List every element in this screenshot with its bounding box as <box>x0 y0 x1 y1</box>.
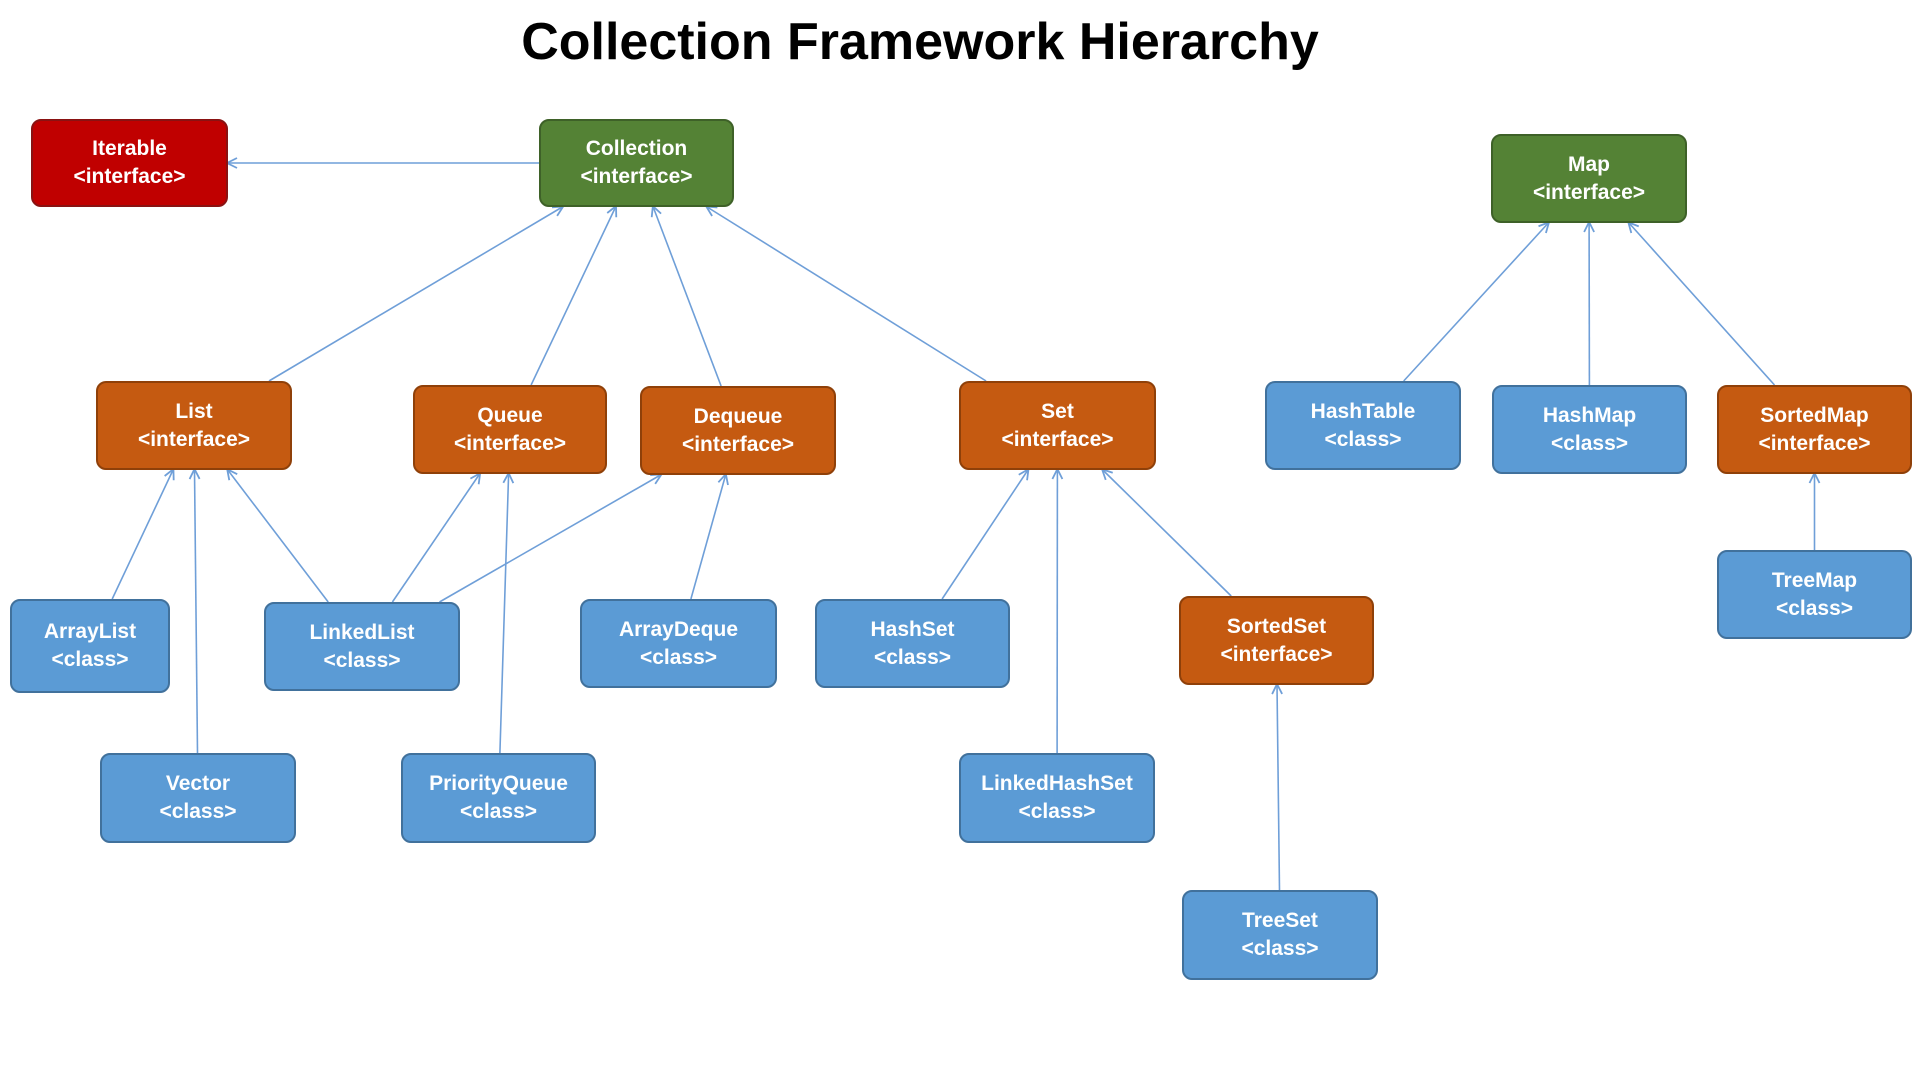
node-linkedlist: LinkedList <class> <box>264 602 460 691</box>
node-hashtable-name: HashTable <box>1310 399 1416 423</box>
node-sortedmap-kind: <interface> <box>1758 431 1871 455</box>
node-treemap-name: TreeMap <box>1771 568 1858 592</box>
node-map: Map <interface> <box>1491 134 1687 223</box>
node-queue-name: Queue <box>477 403 543 427</box>
node-hashtable: HashTable <class> <box>1265 381 1461 470</box>
node-linkedlist-name: LinkedList <box>309 620 415 644</box>
node-collection: Collection <interface> <box>539 119 734 207</box>
node-queue: Queue <interface> <box>413 385 607 474</box>
node-vector-kind: <class> <box>159 800 237 823</box>
node-map-name: Map <box>1568 152 1610 176</box>
node-linkedhashset-name: LinkedHashSet <box>981 772 1133 796</box>
node-sortedset-name: SortedSet <box>1226 614 1327 638</box>
node-set-name: Set <box>1041 399 1074 423</box>
node-dequeue: Dequeue <interface> <box>640 386 836 475</box>
edge-linkedlist-to-dequeue <box>439 473 664 603</box>
node-dequeue-name: Dequeue <box>693 404 783 428</box>
edge-sortedset-to-set <box>1100 467 1232 597</box>
node-treeset: TreeSet <class> <box>1182 890 1378 980</box>
node-set-kind: <interface> <box>1001 427 1114 451</box>
edge-treeset-to-sortedset <box>1271 681 1283 891</box>
node-hashmap: HashMap <class> <box>1492 385 1687 474</box>
node-vector-name: Vector <box>165 772 231 796</box>
edge-linkedlist-to-queue <box>391 471 482 603</box>
node-arraydeque-kind: <class> <box>639 645 718 669</box>
edge-hashset-to-set <box>941 467 1030 600</box>
node-iterable-kind: <interface> <box>73 165 186 188</box>
node-priorityqueue-name: PriorityQueue <box>429 772 568 796</box>
node-hashmap-name: HashMap <box>1542 403 1637 427</box>
node-hashset-kind: <class> <box>873 645 952 669</box>
node-hashmap-kind: <class> <box>1550 431 1629 455</box>
node-collection-kind: <interface> <box>580 165 693 188</box>
node-sortedmap: SortedMap <interface> <box>1717 385 1912 474</box>
node-sortedmap-name: SortedMap <box>1760 403 1869 427</box>
edge-priorityqueue-to-queue <box>499 470 515 754</box>
edge-arraydeque-to-dequeue <box>690 472 729 600</box>
node-iterable: Iterable <interface> <box>31 119 228 207</box>
node-arraydeque-name: ArrayDeque <box>618 617 739 641</box>
node-map-kind: <interface> <box>1532 180 1646 204</box>
node-arraylist-kind: <class> <box>51 648 129 671</box>
node-list-name: List <box>175 399 213 423</box>
node-treeset-name: TreeSet <box>1242 909 1318 933</box>
node-linkedhashset: LinkedHashSet <class> <box>959 753 1155 843</box>
node-sortedset-kind: <interface> <box>1220 642 1333 666</box>
edge-linkedlist-to-list <box>225 467 329 603</box>
node-set: Set <interface> <box>959 381 1156 470</box>
node-linkedlist-kind: <class> <box>323 648 401 672</box>
node-list-kind: <interface> <box>137 427 251 451</box>
node-arraylist-name: ArrayList <box>43 620 137 644</box>
node-treemap-kind: <class> <box>1775 596 1854 620</box>
diagram-title: Collection Framework Hierarchy <box>521 13 1319 71</box>
node-sortedset: SortedSet <interface> <box>1179 596 1374 685</box>
node-linkedhashset-kind: <class> <box>1018 800 1096 823</box>
edge-dequeue-to-collection <box>650 204 722 387</box>
node-vector: Vector <class> <box>100 753 296 843</box>
node-collection-name: Collection <box>585 137 688 161</box>
node-arraydeque: ArrayDeque <class> <box>580 599 777 688</box>
edge-list-to-collection <box>268 205 565 382</box>
node-list: List <interface> <box>96 381 292 470</box>
node-iterable-name: Iterable <box>92 137 167 161</box>
edge-vector-to-list <box>188 466 201 754</box>
node-arraylist: ArrayList <class> <box>10 599 170 693</box>
node-hashset: HashSet <class> <box>815 599 1010 688</box>
node-queue-kind: <interface> <box>453 431 567 455</box>
node-hashtable-kind: <class> <box>1324 427 1402 451</box>
edge-queue-to-collection <box>530 204 618 386</box>
node-treemap: TreeMap <class> <box>1717 550 1912 639</box>
edge-sortedmap-to-map <box>1626 220 1776 386</box>
edge-hashtable-to-map <box>1403 220 1551 382</box>
node-priorityqueue-kind: <class> <box>459 800 538 823</box>
node-dequeue-kind: <interface> <box>681 432 795 456</box>
node-hashset-name: HashSet <box>870 617 955 641</box>
edge-set-to-collection <box>704 205 987 382</box>
edge-arraylist-to-list <box>111 467 175 600</box>
node-treeset-kind: <class> <box>1241 937 1319 960</box>
node-priorityqueue: PriorityQueue <class> <box>401 753 596 843</box>
